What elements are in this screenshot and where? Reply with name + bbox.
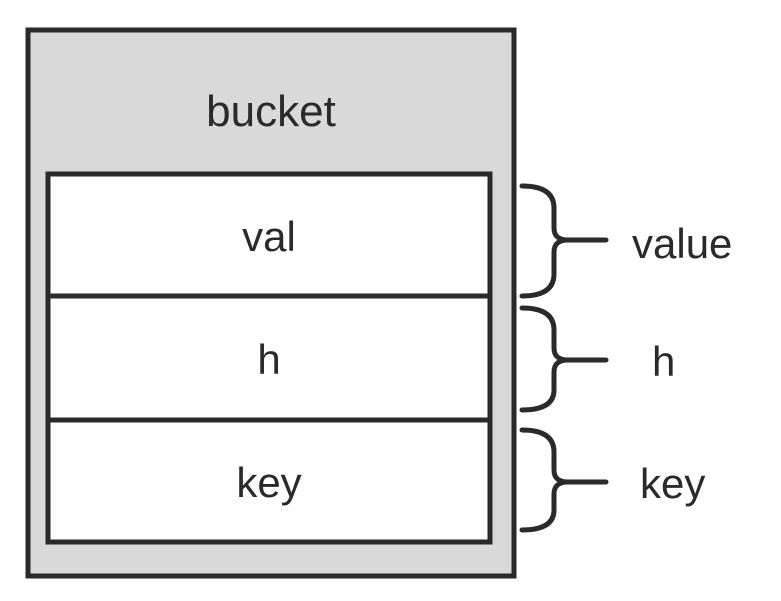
- brace-h-icon: [519, 305, 609, 413]
- annotation-value: value: [632, 220, 732, 267]
- annotation-key: key: [640, 460, 705, 507]
- field-label-h: h: [257, 336, 280, 383]
- field-box-key: [45, 417, 493, 545]
- brace-key-icon: [519, 427, 609, 533]
- bucket-title: bucket: [206, 87, 336, 136]
- annotation-h: h: [652, 338, 675, 385]
- field-label-val: val: [242, 213, 296, 260]
- field-box-val: [45, 171, 493, 299]
- brace-value-icon: [519, 183, 609, 299]
- field-label-key: key: [236, 459, 301, 506]
